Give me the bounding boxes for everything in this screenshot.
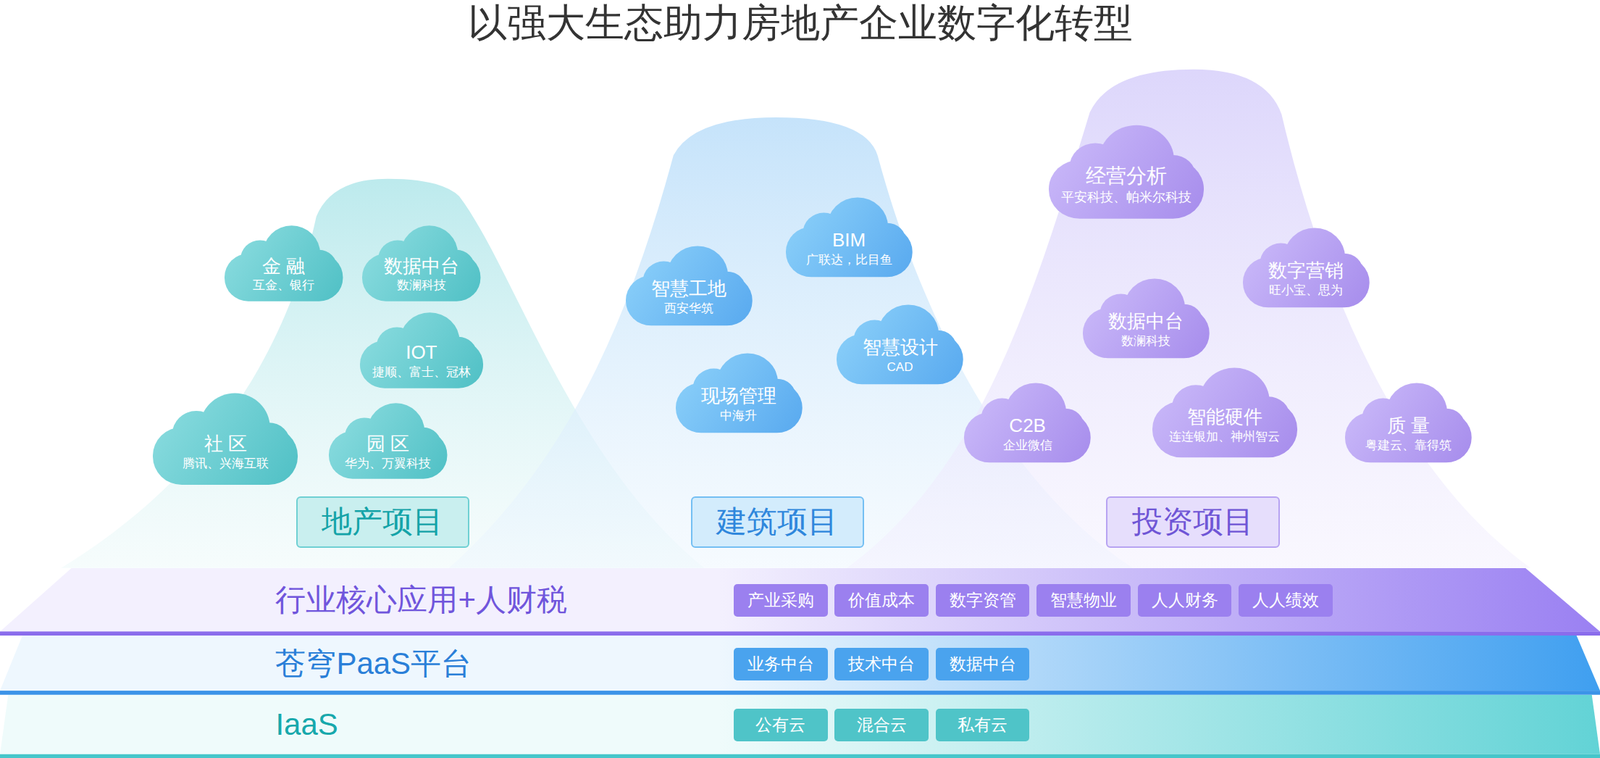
- cloud-subtitle: 旺小宝、思为: [1268, 283, 1343, 298]
- cloud-node: 数据中台数澜科技: [362, 224, 481, 303]
- cloud-subtitle: 连连银加、神州智云: [1169, 429, 1280, 445]
- cloud-subtitle: 捷顺、富士、冠林: [372, 365, 471, 380]
- cloud-node: 数据中台数澜科技: [1082, 277, 1210, 360]
- cloud-node: 智能硬件连连银加、神州智云: [1152, 366, 1298, 459]
- cloud-subtitle: 粤建云、靠得筑: [1365, 438, 1452, 453]
- project-label: 建筑项目: [716, 501, 839, 542]
- cloud-subtitle: 互金、银行: [252, 278, 315, 293]
- module-label: 智慧物业: [1050, 588, 1117, 612]
- project-label-box: 建筑项目: [690, 496, 865, 547]
- module-chip: 人人财务: [1137, 583, 1233, 617]
- cloud-node: 经营分析平安科技、帕米尔科技: [1048, 123, 1204, 221]
- cloud-subtitle: 数澜科技: [1121, 333, 1171, 349]
- cloud-node: 智慧设计CAD: [836, 303, 964, 386]
- project-label: 投资项目: [1132, 501, 1254, 542]
- module-chip: 数据中台: [935, 647, 1030, 681]
- module-label: 业务中台: [747, 652, 815, 676]
- cloud-title: 数据中台: [1108, 310, 1184, 333]
- mountain-shape: [846, 69, 1531, 568]
- cloud-title: 数据中台: [383, 255, 460, 278]
- cloud-node: IOT捷顺、富士、冠林: [359, 311, 484, 389]
- cloud-node: 园 区华为、万翼科技: [328, 401, 447, 480]
- module-label: 产业采购: [747, 588, 815, 612]
- module-label: 私有云: [957, 713, 1008, 736]
- module-label: 人人财务: [1151, 588, 1219, 612]
- project-label: 地产项目: [321, 501, 444, 542]
- module-chip: 智慧物业: [1036, 583, 1131, 617]
- module-chip: 价值成本: [834, 583, 929, 617]
- cloud-title: 现场管理: [701, 385, 777, 408]
- cloud-title: IOT: [405, 341, 437, 364]
- project-label-box: 投资项目: [1106, 496, 1280, 547]
- layer-band: 行业核心应用+人财税 产业采购 价值成本 数字资管 智慧物业 人人财务 人人绩效: [0, 567, 1600, 636]
- layer-band: 苍穹PaaS平台 业务中台 技术中台 数据中台: [0, 635, 1600, 695]
- cloud-title: 质 量: [1387, 415, 1430, 437]
- cloud-subtitle: 平安科技、帕米尔科技: [1061, 189, 1192, 206]
- cloud-title: 经营分析: [1085, 164, 1167, 188]
- cloud-subtitle: 中海升: [719, 408, 757, 423]
- cloud-node: BIM广联达，比目鱼: [785, 196, 913, 279]
- module-chip: 公有云: [733, 708, 828, 741]
- cloud-subtitle: 腾讯、兴海互联: [182, 456, 269, 471]
- cloud-node: 金 融互金、银行: [224, 224, 343, 303]
- module-label: 混合云: [856, 713, 907, 736]
- cloud-node: 数字营销旺小宝、思为: [1242, 226, 1370, 309]
- cloud-title: 智慧工地: [651, 278, 727, 300]
- module-label: 价值成本: [848, 588, 915, 612]
- cloud-title: 智能硬件: [1187, 406, 1263, 429]
- cloud-subtitle: 华为、万翼科技: [344, 456, 431, 471]
- cloud-title: 智慧设计: [862, 336, 938, 359]
- cloud-subtitle: CAD: [887, 359, 914, 375]
- cloud-title: 金 融: [262, 255, 305, 278]
- layer-band: IaaS 公有云 混合云 私有云: [0, 694, 1600, 758]
- cloud-subtitle: 企业微信: [1003, 438, 1053, 453]
- module-label: 技术中台: [848, 652, 915, 676]
- module-chip: 混合云: [834, 708, 929, 741]
- module-label: 数字资管: [949, 588, 1017, 612]
- module-label: 数据中台: [949, 652, 1017, 676]
- project-label-box: 地产项目: [296, 496, 470, 547]
- module-chip: 业务中台: [733, 647, 828, 681]
- module-chip: 人人绩效: [1238, 583, 1333, 617]
- layer-label: 苍穹PaaS平台: [275, 643, 472, 684]
- cloud-title: BIM: [832, 229, 866, 252]
- module-label: 公有云: [755, 713, 806, 736]
- cloud-subtitle: 数澜科技: [396, 278, 447, 293]
- cloud-subtitle: 西安华筑: [664, 301, 714, 316]
- module-label: 人人绩效: [1252, 588, 1319, 612]
- layer-label: IaaS: [275, 706, 338, 742]
- module-chip: 技术中台: [834, 647, 929, 681]
- module-chip: 数字资管: [935, 583, 1030, 617]
- cloud-title: 园 区: [366, 433, 410, 455]
- cloud-node: 现场管理中海升: [675, 352, 803, 434]
- module-chip: 产业采购: [733, 583, 828, 617]
- cloud-node: 智慧工地西安华筑: [625, 244, 753, 327]
- diagram-title: 以强大生态助力房地产企业数字化转型: [0, 1, 1600, 45]
- layer-label: 行业核心应用+人财税: [275, 579, 568, 621]
- cloud-subtitle: 广联达，比目鱼: [806, 252, 893, 268]
- cloud-title: 数字营销: [1268, 260, 1344, 282]
- module-chip: 私有云: [935, 708, 1030, 741]
- cloud-node: 质 量粤建云、靠得筑: [1345, 381, 1472, 464]
- cloud-title: C2B: [1008, 415, 1046, 437]
- cloud-node: 社 区腾讯、兴海互联: [152, 391, 298, 487]
- cloud-title: 社 区: [204, 433, 247, 455]
- cloud-node: C2B企业微信: [964, 381, 1091, 464]
